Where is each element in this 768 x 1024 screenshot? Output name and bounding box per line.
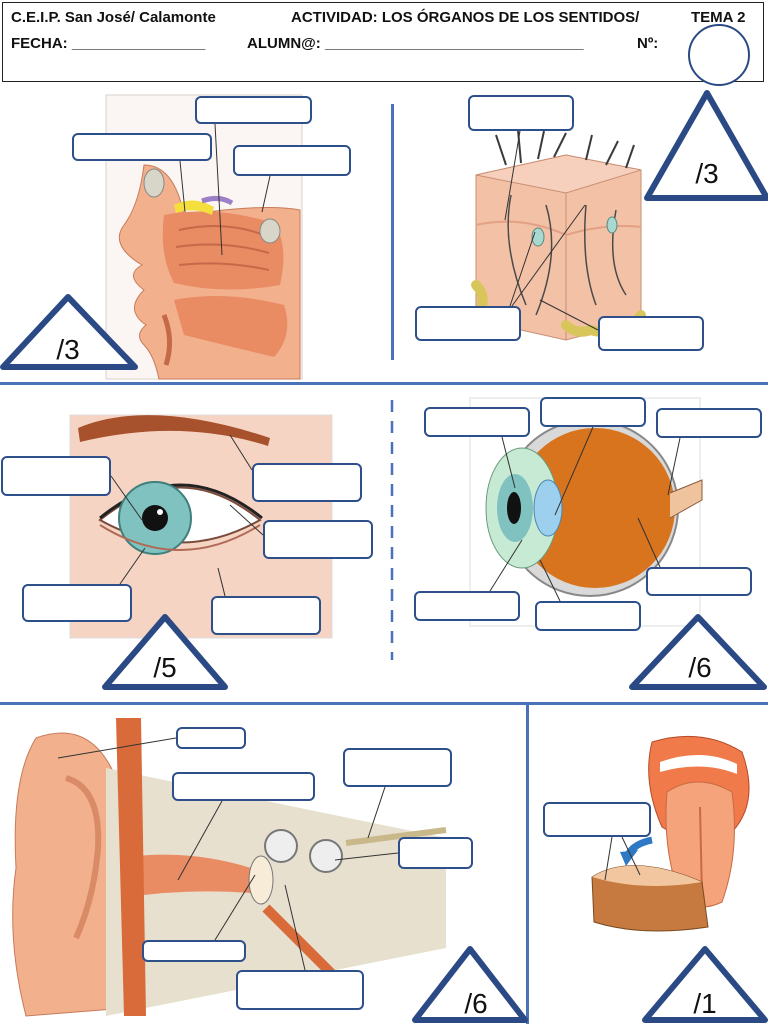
total-score-circle[interactable]	[688, 24, 750, 86]
answer-box-ear-4[interactable]	[398, 837, 473, 869]
score-triangle-eye-internal	[629, 614, 767, 690]
column-divider-bottom	[526, 705, 529, 1024]
activity-title: ACTIVIDAD: LOS ÓRGANOS DE LOS SENTIDOS/	[291, 9, 640, 26]
score-label-ear: /6	[464, 988, 488, 1019]
answer-box-skin-2[interactable]	[415, 306, 521, 341]
score-triangle-skin	[644, 90, 768, 201]
worksheet-header: C.E.I.P. San José/ Calamonte ACTIVIDAD: …	[2, 2, 764, 82]
unit-label: TEMA 2	[691, 9, 746, 26]
answer-box-ear-6[interactable]	[236, 970, 364, 1010]
answer-box-skin-1[interactable]	[468, 95, 574, 131]
answer-box-eye-ext-4[interactable]	[22, 584, 132, 622]
answer-box-skin-3[interactable]	[598, 316, 704, 351]
answer-box-eye-int-6[interactable]	[535, 601, 641, 631]
row-divider-1	[0, 382, 768, 385]
tongue-illustration	[591, 735, 750, 932]
date-field[interactable]: FECHA: ________________	[11, 35, 206, 52]
score-label-eye-internal: /6	[688, 652, 712, 683]
score-label-eye-external: /5	[153, 652, 177, 683]
answer-box-eye-ext-1[interactable]	[1, 456, 111, 496]
student-name-field[interactable]: ALUMN@: _______________________________	[247, 35, 584, 52]
answer-box-eye-int-5[interactable]	[414, 591, 520, 621]
answer-box-ear-3[interactable]	[343, 748, 452, 787]
answer-box-ear-2[interactable]	[172, 772, 315, 801]
answer-box-eye-ext-2[interactable]	[252, 463, 362, 502]
answer-box-tongue-1[interactable]	[543, 802, 651, 837]
answer-box-eye-int-4[interactable]	[646, 567, 752, 596]
score-triangle-tongue	[642, 946, 768, 1023]
answer-box-nose-3[interactable]	[233, 145, 351, 176]
answer-box-eye-int-1[interactable]	[424, 407, 530, 437]
number-label: Nº:	[637, 35, 659, 52]
answer-box-nose-1[interactable]	[195, 96, 312, 124]
school-name: C.E.I.P. San José/ Calamonte	[11, 9, 216, 26]
answer-box-eye-ext-5[interactable]	[211, 596, 321, 635]
score-label-tongue: /1	[693, 988, 717, 1019]
score-label-skin: /3	[695, 158, 719, 189]
answer-box-ear-1[interactable]	[176, 727, 246, 749]
answer-box-ear-5[interactable]	[142, 940, 246, 962]
score-label-nose: /3	[56, 334, 80, 365]
answer-box-eye-ext-3[interactable]	[263, 520, 373, 559]
score-triangle-eye-external	[102, 614, 228, 690]
score-triangle-nose	[0, 294, 138, 370]
score-triangle-ear	[412, 946, 528, 1023]
answer-box-eye-int-3[interactable]	[656, 408, 762, 438]
answer-box-eye-int-2[interactable]	[540, 397, 646, 427]
row-divider-2	[0, 702, 768, 705]
column-divider-top	[391, 104, 394, 360]
answer-box-nose-2[interactable]	[72, 133, 212, 161]
